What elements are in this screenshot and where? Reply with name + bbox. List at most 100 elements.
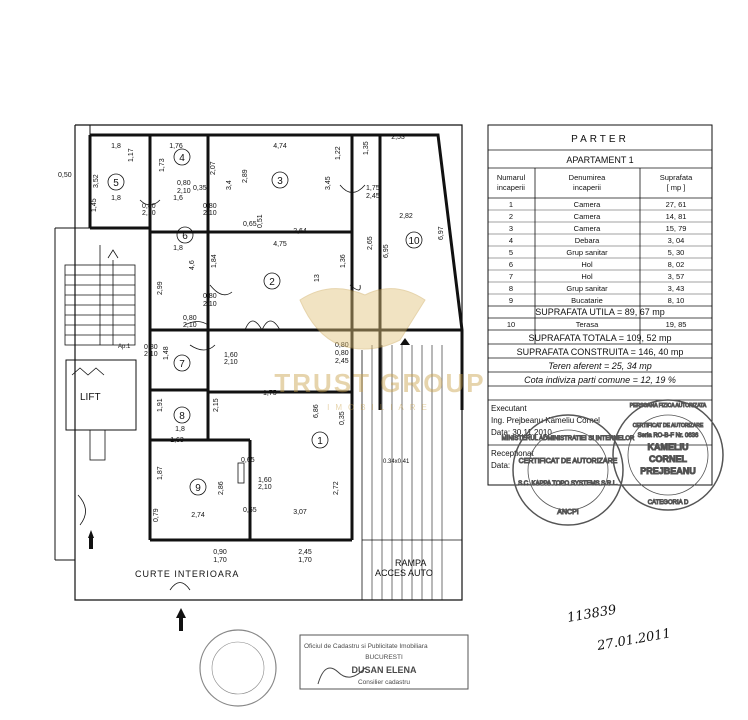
dimension-label: 2,86 xyxy=(218,481,225,495)
room-6: 6 xyxy=(182,231,188,242)
dimension-label: 0,80 xyxy=(203,203,217,210)
room-2: 2 xyxy=(269,277,275,288)
car-access-label: ACCES AUTO xyxy=(375,568,433,578)
stamp1-line4: ANCPI xyxy=(557,509,578,516)
dimension-label: 0,51 xyxy=(257,214,264,228)
dimension-label: 0,35 xyxy=(339,411,346,425)
dimension-label: 2,45 xyxy=(298,549,312,556)
dimension-label: 2,82 xyxy=(399,213,413,220)
dimension-label: 0,80 xyxy=(203,293,217,300)
executant-label: Executant xyxy=(491,404,527,413)
dimension-label: 3,45 xyxy=(325,176,332,190)
dimension-label: 0,50 xyxy=(58,172,72,179)
dimension-label: 3,52 xyxy=(93,174,100,188)
dimension-label: 1,8 xyxy=(111,143,121,150)
ramp-label: RAMPA xyxy=(395,558,426,568)
table-row-area: 8, 10 xyxy=(668,296,685,305)
dimension-label: 0,80 xyxy=(335,342,349,349)
stamp2-line6: PREJBEANU xyxy=(640,466,696,476)
teren-aferent: Teren aferent = 25, 34 mp xyxy=(548,361,652,371)
dimension-label: 1,87 xyxy=(157,466,164,480)
terasa-nr: 10 xyxy=(507,320,515,329)
stamp2-line2: CERTIFICAT DE AUTORIZARE xyxy=(633,423,704,429)
dimension-label: 2,10 xyxy=(144,351,158,358)
dimension-label: 1,75 xyxy=(263,390,277,397)
area-table-text: PARTER APARTAMENT 1 Numarul incaperii De… xyxy=(491,134,693,470)
table-row-area: 15, 79 xyxy=(666,224,687,233)
table-row-name: Hol xyxy=(581,260,593,269)
ancpi-round-stamp: MINISTERUL ADMINISTRATIEI SI INTERNELOR … xyxy=(501,414,636,526)
dimension-label: 0,80 xyxy=(183,315,197,322)
dimension-label: 1,17 xyxy=(128,148,135,162)
dimension-label: 2,72 xyxy=(333,481,340,495)
table-floor-title: PARTER xyxy=(571,134,629,145)
dimension-label: 13 xyxy=(314,274,321,282)
stamp2-line5: CORNEL xyxy=(649,454,688,464)
dimension-label: 4,75 xyxy=(273,241,287,248)
stamp2-line7: CATEGORIA D xyxy=(648,500,689,506)
dimension-label: 0,80 xyxy=(142,203,156,210)
stamp2-line3: Seria RO-B-F Nr. 0636 xyxy=(638,433,699,439)
signature xyxy=(317,667,366,685)
courtyard-label: CURTE INTERIOARA xyxy=(135,569,239,579)
dimension-label: 1,73 xyxy=(159,158,166,172)
dimension-label: 0,65 xyxy=(243,507,257,514)
dimension-labels: 1,8 1,76 4,74 2,53 1,22 1,35 3,52 1,73 1… xyxy=(58,134,445,564)
receptionat-label: Receptionat xyxy=(491,449,534,458)
dimension-label: 6,95 xyxy=(383,244,390,258)
dimension-label: 0,90 xyxy=(213,549,227,556)
dimension-label: 2,99 xyxy=(157,281,164,295)
dimension-label: 1,8 xyxy=(111,195,121,202)
dimension-label: 2,74 xyxy=(191,512,205,519)
room-3: 3 xyxy=(277,176,283,187)
table-row-area: 27, 61 xyxy=(666,200,687,209)
dimension-label: 2,10 xyxy=(177,188,191,195)
header-name-line2: incaperii xyxy=(573,183,601,192)
dimension-label: 0,80 xyxy=(177,180,191,187)
table-row-name: Camera xyxy=(574,200,602,209)
apartment-entry-label: Ap.1 xyxy=(118,344,131,350)
dimension-label: 6,97 xyxy=(438,226,445,240)
suprafata-utila: SUPRAFATA UTILA = 89, 67 mp xyxy=(535,307,664,317)
room-5: 5 xyxy=(113,178,119,189)
table-row-nr: 7 xyxy=(509,272,513,281)
rect-stamp-line4: Consilier cadastru xyxy=(358,679,410,686)
table-row-nr: 6 xyxy=(509,260,513,269)
dimension-label: 1,60 xyxy=(258,477,272,484)
dimension-label: 0,80 xyxy=(335,350,349,357)
rect-stamp-line1: Oficiul de Cadastru si Publicitate Imobi… xyxy=(304,643,428,650)
terasa-name: Terasa xyxy=(576,320,599,329)
table-row-name: Hol xyxy=(581,272,593,281)
table-row-name: Grup sanitar xyxy=(566,248,608,257)
table-row-area: 5, 30 xyxy=(668,248,685,257)
dimension-label: 1,91 xyxy=(157,398,164,412)
dimension-label: 6,86 xyxy=(313,404,320,418)
executant-name: Ing. Prejbeanu Kameliu Cornel xyxy=(491,416,600,425)
room-7: 7 xyxy=(179,359,185,370)
header-name-line1: Denumirea xyxy=(569,173,607,182)
dimension-label: 2,10 xyxy=(224,359,238,366)
table-row-name: Grup sanitar xyxy=(566,284,608,293)
rect-stamp-line3: DUSAN ELENA xyxy=(351,665,417,675)
room-1: 1 xyxy=(317,436,323,447)
dimension-label: 1,76 xyxy=(169,143,183,150)
dimension-label: 3,4 xyxy=(226,180,233,190)
table-row-nr: 9 xyxy=(509,296,513,305)
surveyor-round-stamp: PERSOANA FIZICA AUTORIZATA CERTIFICAT DE… xyxy=(612,399,724,511)
floor-plan xyxy=(54,124,464,631)
table-row-name: Camera xyxy=(574,212,602,221)
table-row-name: Debara xyxy=(575,236,600,245)
dimension-label: 2,53 xyxy=(391,134,405,141)
header-nr-line2: incaperii xyxy=(497,183,525,192)
executant-date: Data: 30.11.2010 xyxy=(491,428,552,437)
pipe-size-label: 0.34x0.41 xyxy=(383,459,410,465)
dimension-label: 3,07 xyxy=(293,509,307,516)
lift-label: LIFT xyxy=(80,392,101,403)
table-row-area: 8, 02 xyxy=(668,260,685,269)
table-row-nr: 8 xyxy=(509,284,513,293)
stamp2-line1: PERSOANA FIZICA AUTORIZATA xyxy=(630,403,707,409)
dimension-label: 1,63 xyxy=(170,437,184,444)
room-8: 8 xyxy=(179,411,185,422)
